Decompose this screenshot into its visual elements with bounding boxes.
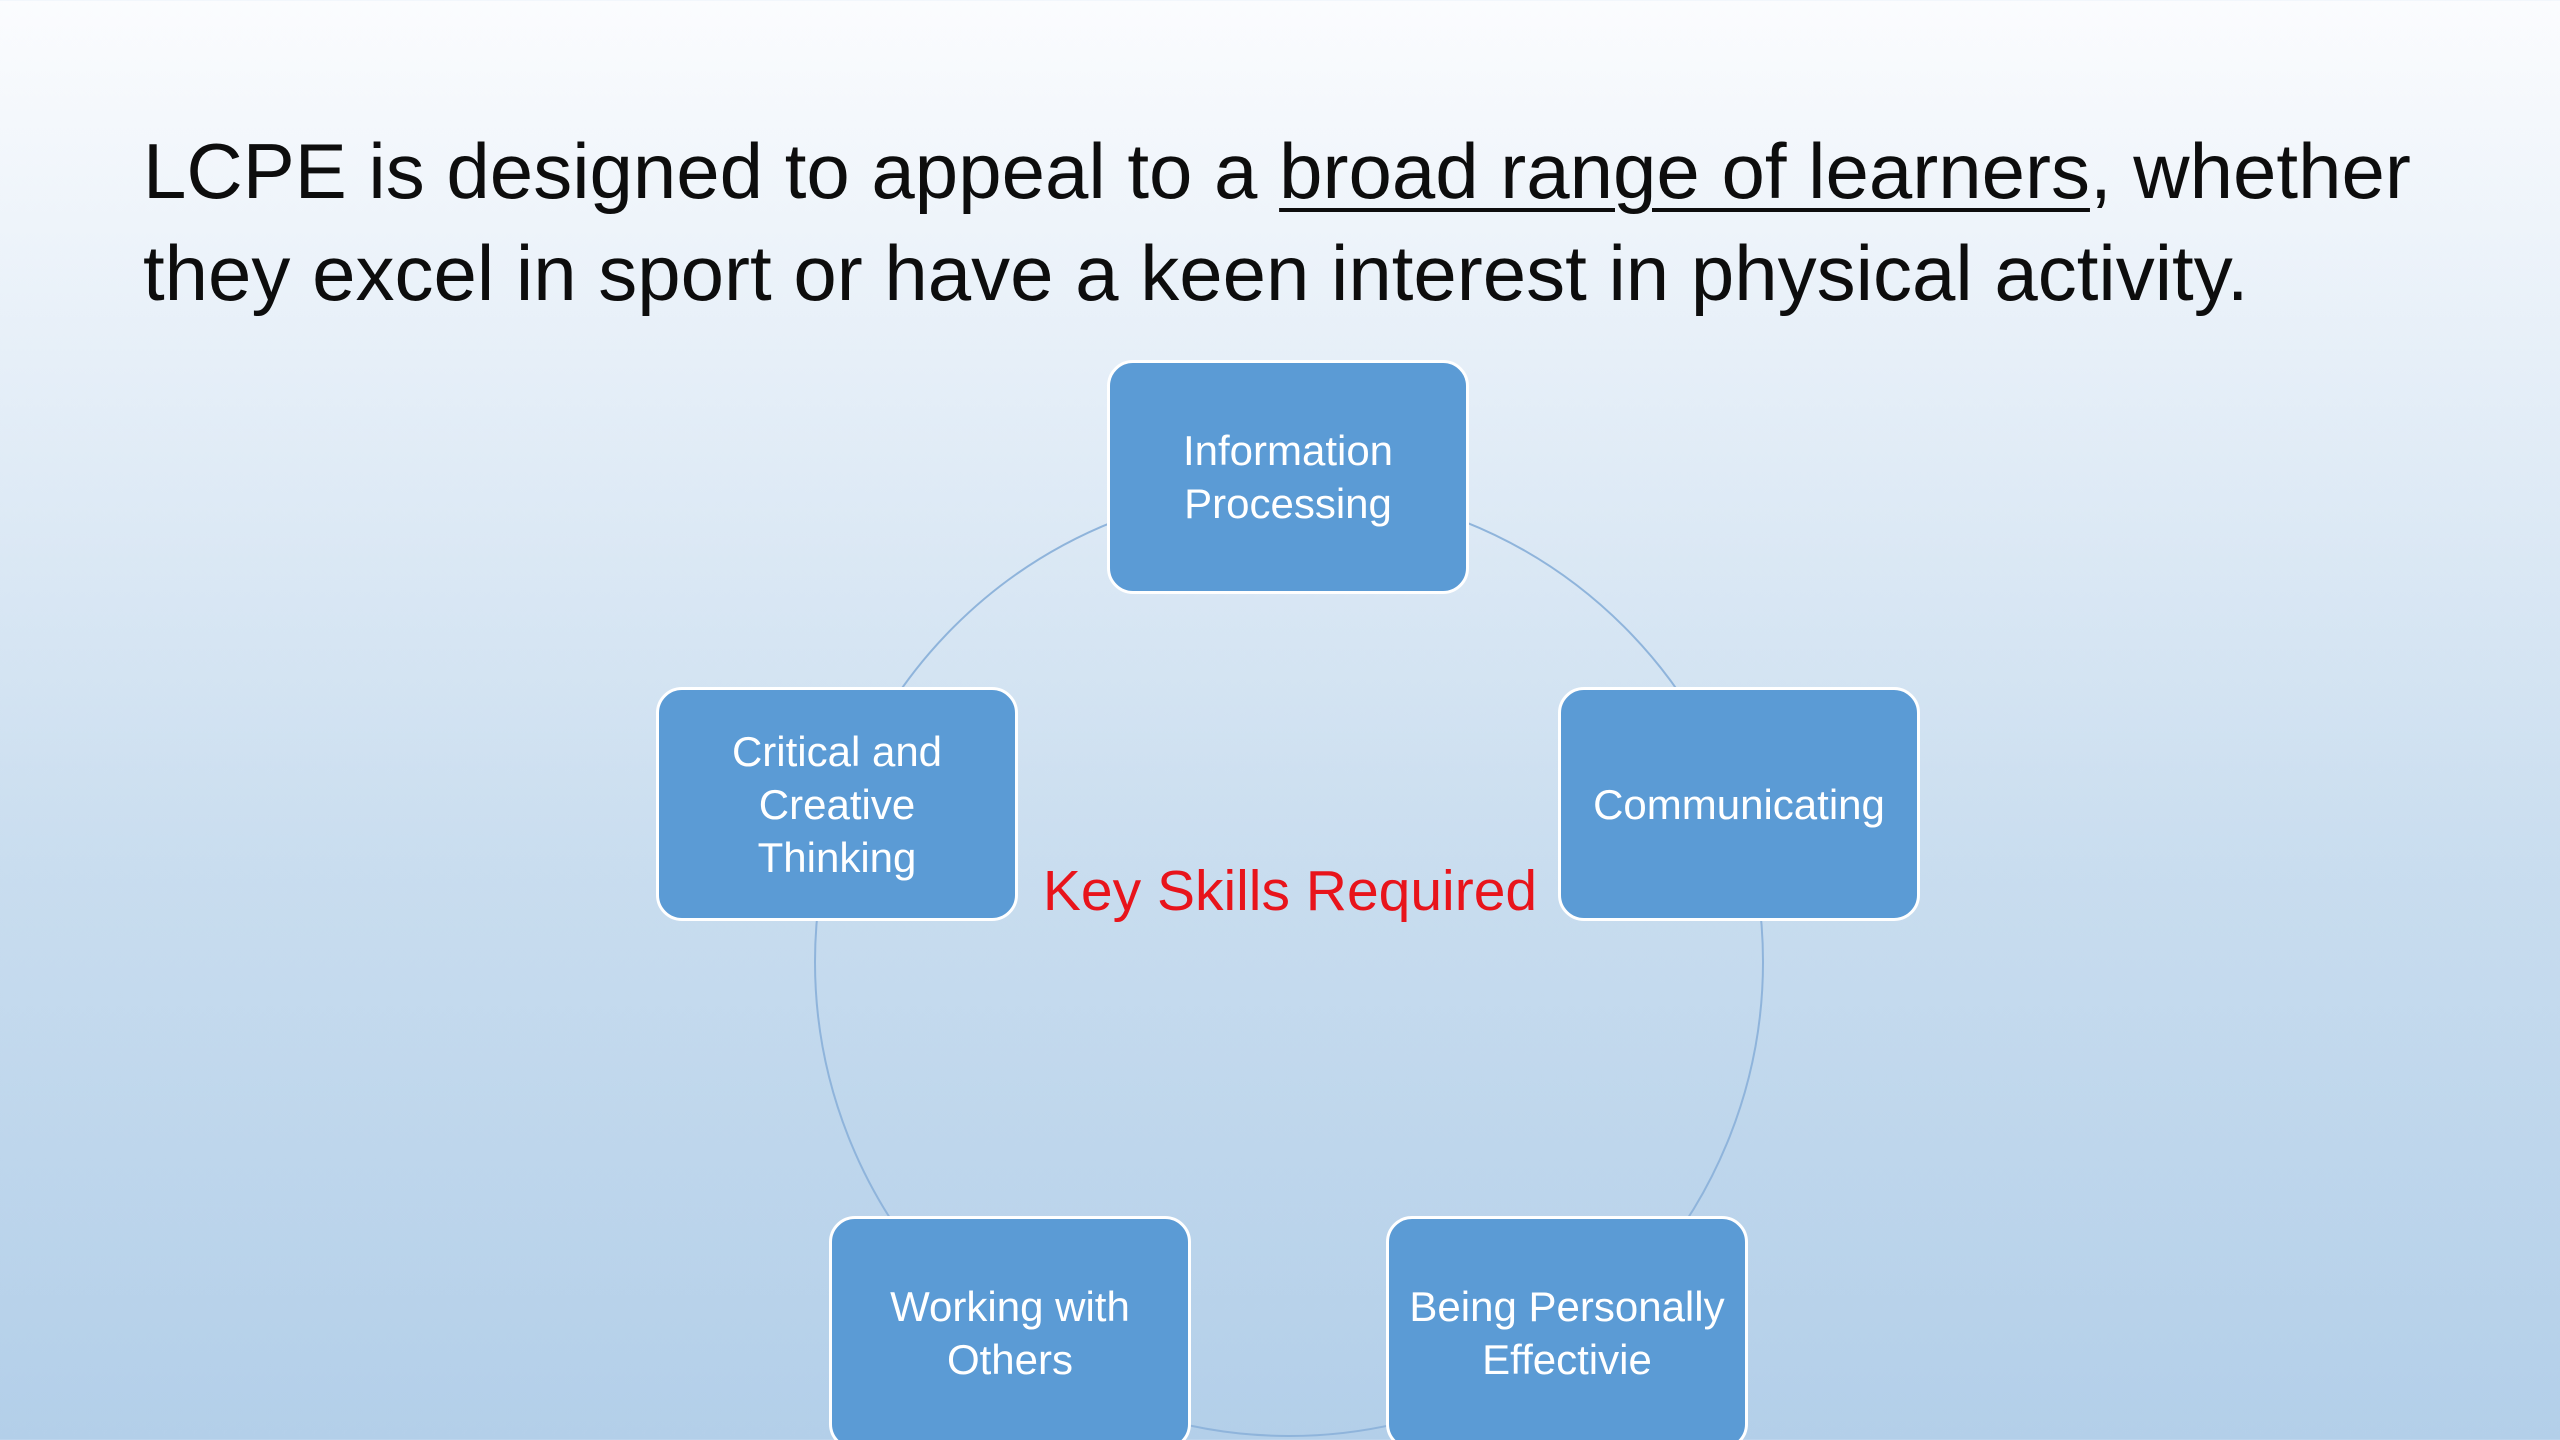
node-label: Critical and Creative Thinking — [731, 727, 943, 881]
node-label: Working with Others — [890, 1283, 1130, 1383]
headline-underlined-text: broad range of learners — [1279, 127, 2090, 215]
headline-text-part1: LCPE is designed to appeal to a — [143, 127, 1280, 215]
node-being-personally-effective[interactable]: Being Personally Effectivie — [1386, 1216, 1748, 1440]
headline-text-part2: , whether they excel in sport or have a … — [143, 127, 2411, 317]
node-label: Information Processing — [1182, 427, 1394, 527]
center-label: Key Skills Required — [1042, 859, 1538, 923]
node-information-processing[interactable]: Information Processing — [1107, 360, 1469, 594]
node-label: Being Personally Effectivie — [1409, 1283, 1725, 1383]
node-critical-and-creative-thinking[interactable]: Critical and Creative Thinking — [656, 687, 1018, 921]
slide-headline: LCPE is designed to appeal to a broad ra… — [143, 120, 2443, 324]
node-communicating[interactable]: Communicating — [1558, 687, 1920, 921]
node-label: Communicating — [1593, 780, 1885, 828]
node-working-with-others[interactable]: Working with Others — [829, 1216, 1191, 1440]
